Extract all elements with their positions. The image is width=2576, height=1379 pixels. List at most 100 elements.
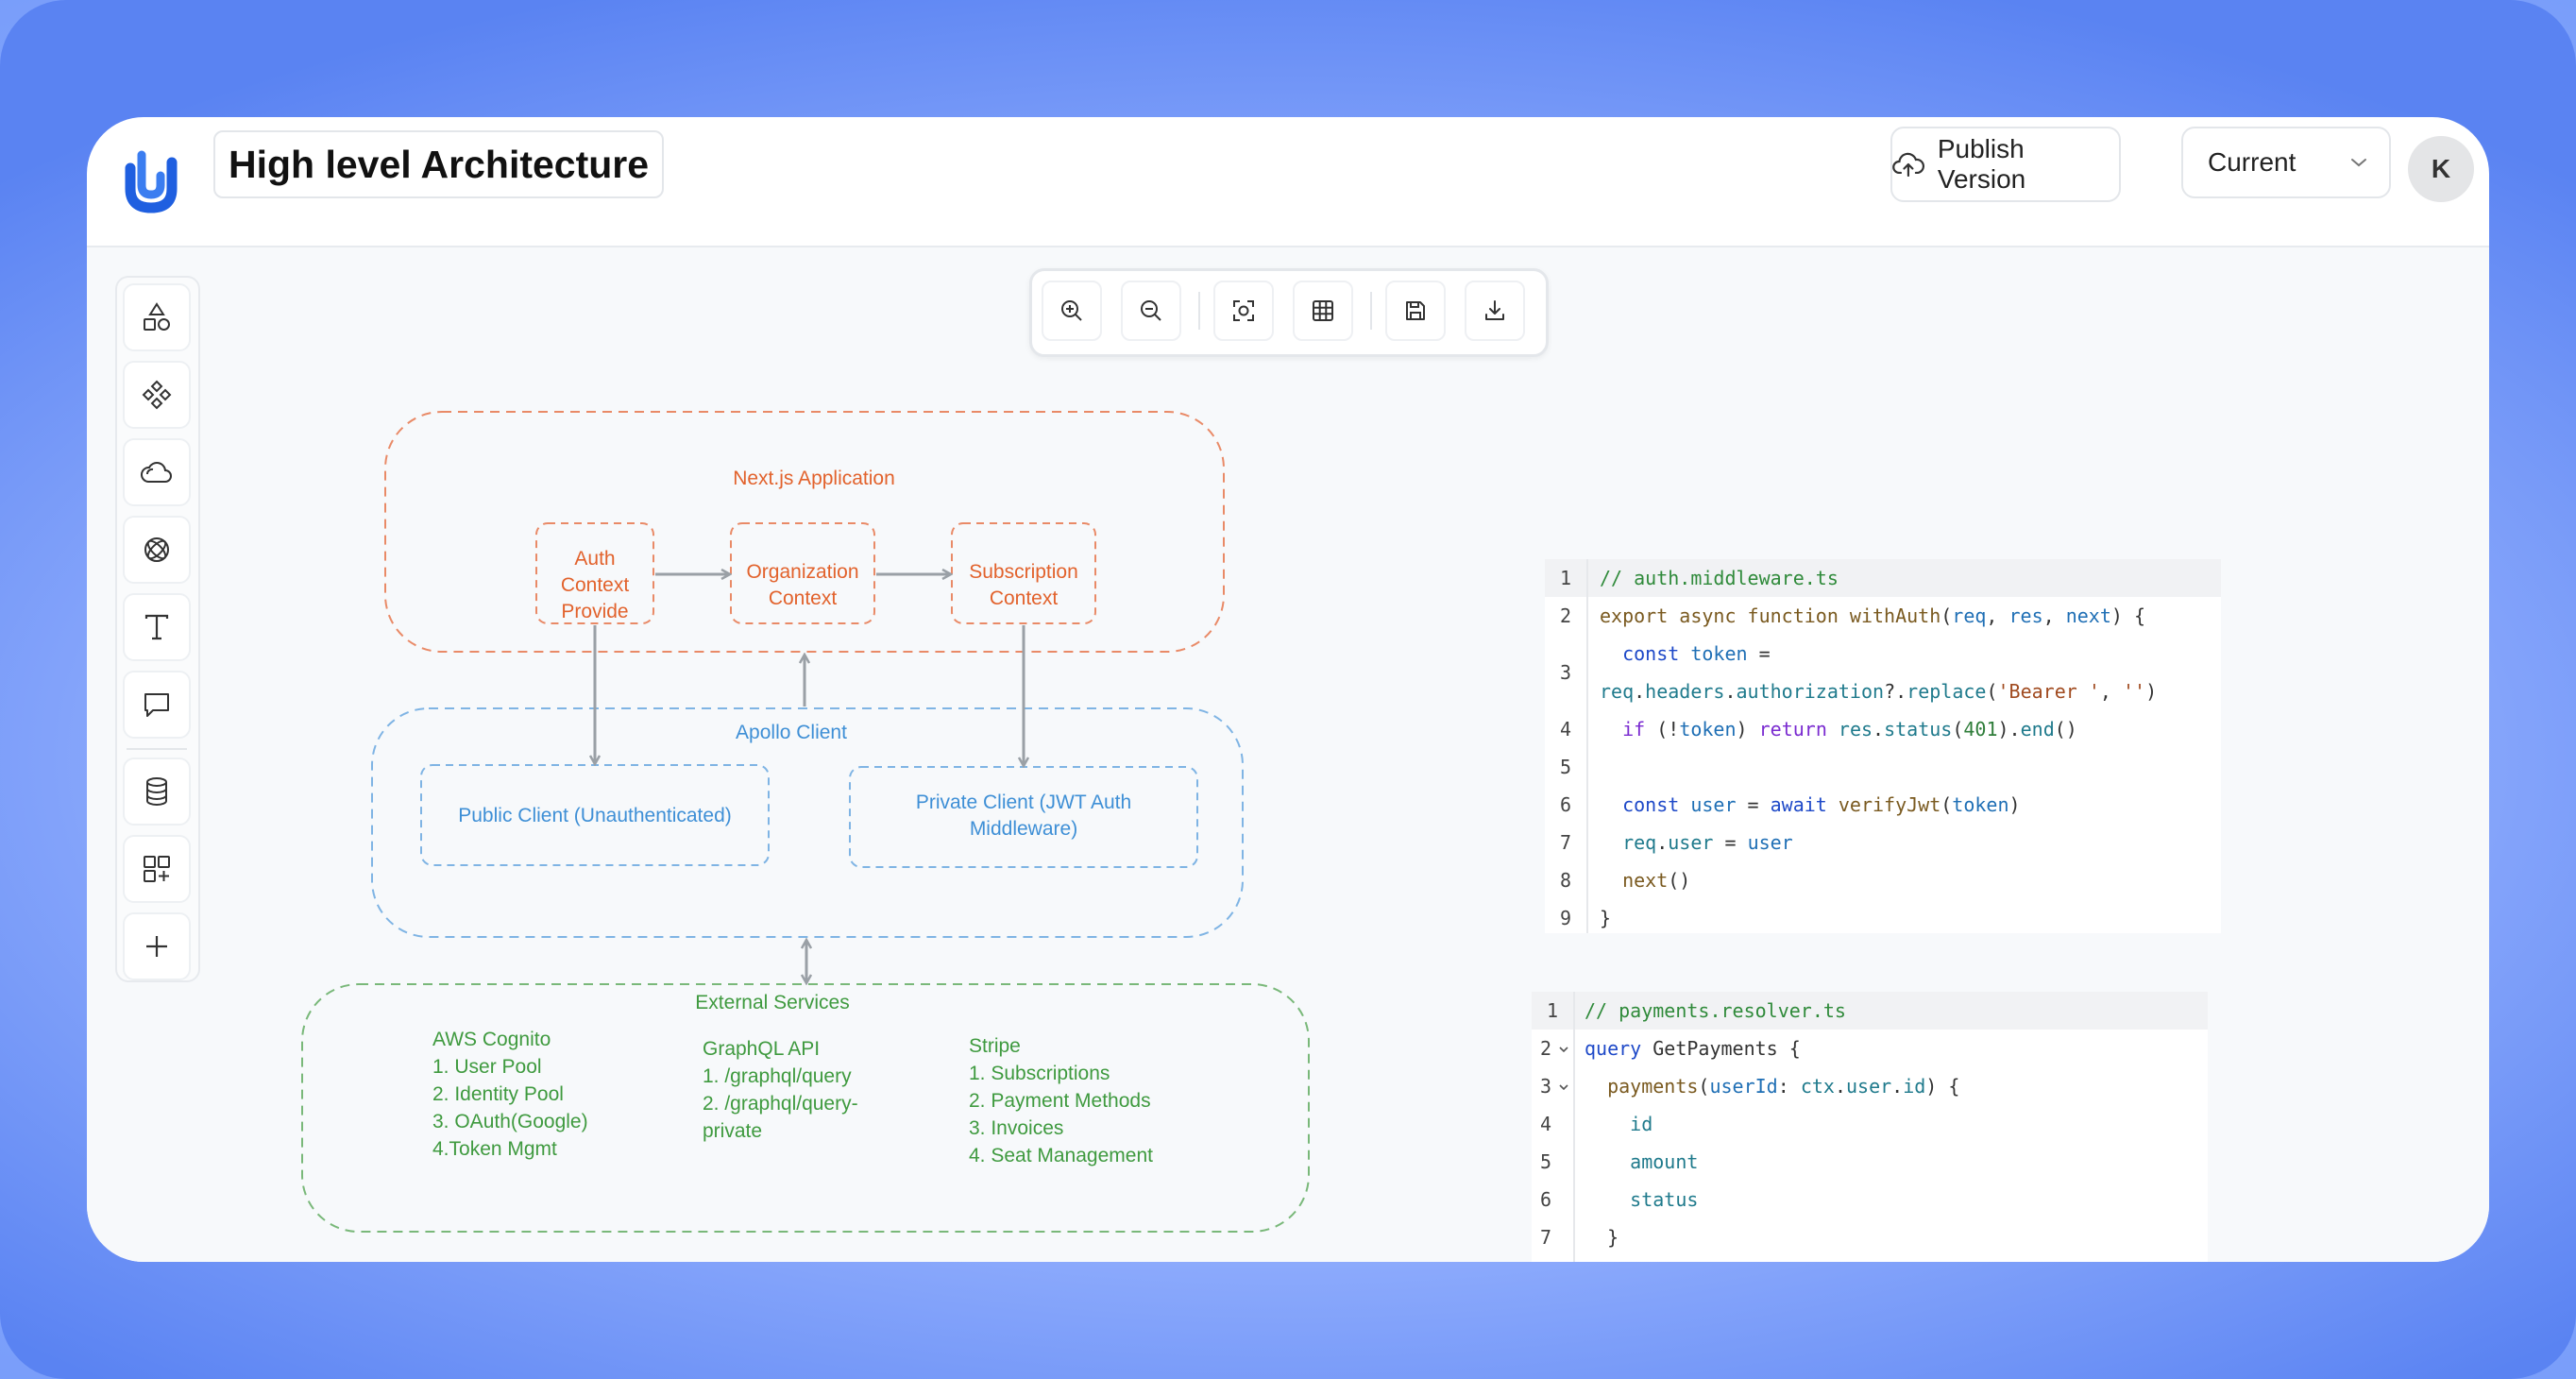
code-token: ( xyxy=(1940,793,1953,816)
code-line: req.headers.authorization?.replace('Bear… xyxy=(1600,672,2157,710)
code-token: , xyxy=(2099,680,2123,703)
organization-context-line-1: Organization xyxy=(746,561,858,583)
text-tool[interactable] xyxy=(123,593,191,661)
code-token: ) { xyxy=(1925,1075,1960,1098)
user-avatar[interactable]: K xyxy=(2408,136,2474,202)
nextjs-group[interactable] xyxy=(384,411,1225,653)
fold-chevron-icon[interactable] xyxy=(1558,1045,1569,1054)
code-line: status xyxy=(1585,1188,1699,1211)
code-token xyxy=(1585,1075,1607,1098)
code-token: next xyxy=(1622,869,1669,892)
line-number: 7 xyxy=(1559,831,1572,854)
graphql-line-4: private xyxy=(703,1120,762,1142)
cloud-icon xyxy=(141,462,172,483)
code-token: replace xyxy=(1907,680,1987,703)
code-token: ( xyxy=(1952,718,1964,741)
external-services-group[interactable] xyxy=(301,983,1310,1233)
add-tool[interactable] xyxy=(123,912,191,980)
line-number: 2 xyxy=(1559,604,1572,627)
code-token: . xyxy=(1634,680,1646,703)
components-icon xyxy=(142,380,172,410)
code-token: ) xyxy=(2145,680,2158,703)
code-token: = xyxy=(1713,831,1748,854)
line-number: 2 xyxy=(1539,1037,1552,1060)
database-tool[interactable] xyxy=(123,758,191,826)
code-line: amount xyxy=(1585,1150,1699,1173)
toolbar-divider xyxy=(1370,292,1372,330)
download-button[interactable] xyxy=(1465,281,1525,341)
version-select-value: Current xyxy=(2208,147,2296,177)
tool-divider xyxy=(127,748,187,750)
save-button[interactable] xyxy=(1385,281,1446,341)
graphql-api-list: GraphQL API 1. /graphql/query 2. /graphq… xyxy=(703,1038,858,1142)
line-number: 3 xyxy=(1539,1075,1552,1098)
public-client-label: Public Client (Unauthenticated) xyxy=(458,805,732,826)
code-token: res xyxy=(1838,718,1873,741)
code-token: id xyxy=(1903,1075,1926,1098)
widgets-tool[interactable] xyxy=(123,835,191,903)
logo-icon xyxy=(125,150,178,213)
code-token: status xyxy=(1884,718,1953,741)
shapes-icon xyxy=(144,302,170,331)
code-token: userId xyxy=(1709,1075,1778,1098)
code-token: ctx xyxy=(1800,1075,1835,1098)
code-token: req xyxy=(1952,604,1987,627)
code-block-payments-resolver[interactable]: 1 2 3 4 5 6 7 8 // payments.resolver.ts … xyxy=(1532,992,2208,1262)
code-block-auth-middleware[interactable]: 1 2 3 4 5 6 7 8 9 // auth.middleware.ts … xyxy=(1545,559,2221,933)
code-line: next() xyxy=(1600,861,1690,899)
grid-button[interactable] xyxy=(1293,281,1353,341)
line-number: 3 xyxy=(1559,661,1572,684)
private-client-line-1: Private Client (JWT Auth xyxy=(916,792,1131,813)
auth-context-node[interactable] xyxy=(535,522,654,624)
subscription-context-line-2: Context xyxy=(990,587,1059,609)
code-token: end xyxy=(2020,718,2055,741)
code-token: user xyxy=(1845,1075,1892,1098)
code-token: . xyxy=(1656,831,1669,854)
version-select[interactable]: Current xyxy=(2181,127,2391,198)
graphql-line-2: 1. /graphql/query xyxy=(703,1065,852,1087)
code-line: export async function withAuth(req, res,… xyxy=(1600,597,2145,635)
code-line: const token = xyxy=(1600,635,1771,672)
diagram-canvas[interactable]: Next.js Application Auth Context Provide… xyxy=(87,246,2489,1262)
plus-icon xyxy=(146,936,167,957)
gutter-divider xyxy=(1586,559,1588,933)
integrations-tool[interactable] xyxy=(123,516,191,584)
stripe-line-3: 2. Payment Methods xyxy=(969,1090,1151,1112)
stripe-line-1: Stripe xyxy=(969,1035,1021,1057)
shapes-tool[interactable] xyxy=(123,283,191,351)
fit-screen-button[interactable] xyxy=(1213,281,1274,341)
integrations-icon xyxy=(144,537,169,562)
line-number: 1 xyxy=(1546,999,1559,1022)
line-number: 9 xyxy=(1559,907,1572,929)
graphql-line-3: 2. /graphql/query- xyxy=(703,1093,858,1115)
code-token: token xyxy=(1690,642,1748,665)
publish-version-button[interactable]: Publish Version xyxy=(1890,127,2121,202)
save-icon xyxy=(1406,301,1425,320)
code-token: await xyxy=(1770,793,1839,816)
code-token: (! xyxy=(1656,718,1680,741)
code-token: GetPayments xyxy=(1652,1037,1778,1060)
comment-tool[interactable] xyxy=(123,671,191,739)
architecture-diagram: Next.js Application Auth Context Provide… xyxy=(301,411,1310,1233)
auth-context-line-2: Context xyxy=(561,574,630,596)
aws-cognito-list: AWS Cognito 1. User Pool 2. Identity Poo… xyxy=(432,1029,588,1160)
fold-chevron-icon[interactable] xyxy=(1558,1082,1569,1092)
line-number: 7 xyxy=(1539,1226,1552,1249)
active-line-highlight xyxy=(1545,559,2221,597)
cloud-tool[interactable] xyxy=(123,438,191,506)
apollo-client-title: Apollo Client xyxy=(736,722,847,743)
code-token: withAuth xyxy=(1849,604,1941,627)
code-token: , xyxy=(1986,604,2009,627)
zoom-out-button[interactable] xyxy=(1121,281,1181,341)
line-number: 5 xyxy=(1539,1150,1552,1173)
document-title[interactable]: High level Architecture xyxy=(213,130,665,198)
code-token: ( xyxy=(1986,680,1998,703)
publish-version-label: Publish Version xyxy=(1937,134,2026,194)
components-tool[interactable] xyxy=(123,361,191,429)
code-line: query GetPayments { xyxy=(1585,1030,1801,1067)
app-logo[interactable] xyxy=(106,134,196,225)
apollo-client-group[interactable] xyxy=(371,707,1244,938)
private-client-node[interactable] xyxy=(849,766,1198,868)
zoom-in-button[interactable] xyxy=(1042,281,1102,341)
grid-icon xyxy=(1313,300,1333,321)
